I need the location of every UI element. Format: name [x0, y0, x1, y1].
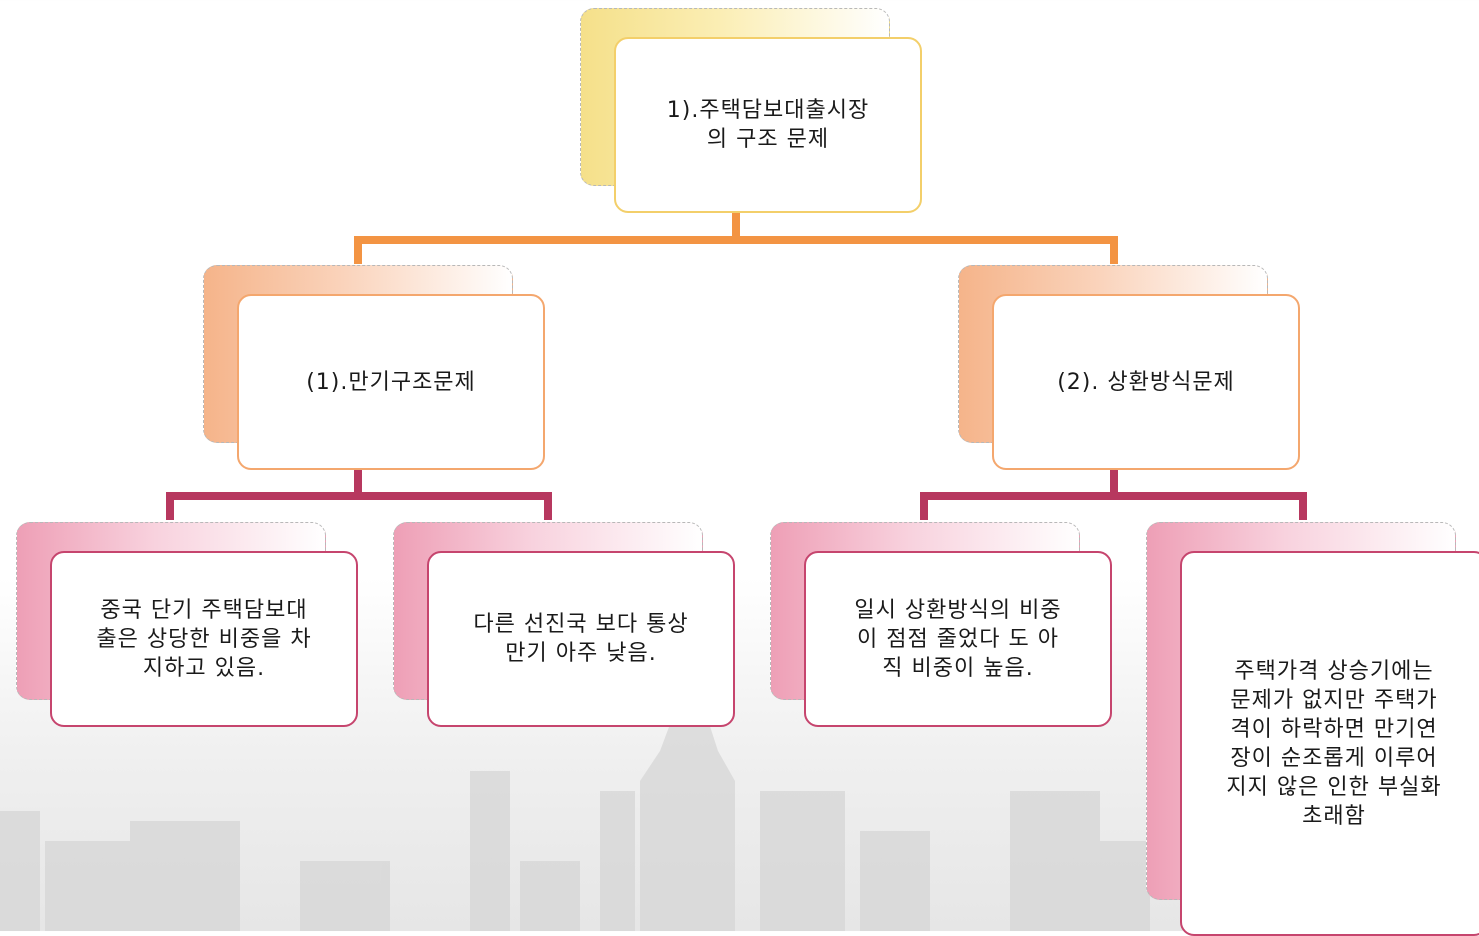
connector-repayment-to-details	[920, 470, 1307, 520]
city-skyline-background	[0, 631, 1150, 931]
node-maturity-detail-2-text: 다른 선진국 보다 통상 만기 아주 낮음.	[473, 612, 689, 666]
connector-maturity-to-details	[166, 470, 552, 520]
node-root-box: 1).주택담보대출시장 의 구조 문제	[614, 37, 922, 213]
node-repayment-detail-2-box: 주택가격 상승기에는 문제가 없지만 주택가 격이 하락하면 만기연 장이 순조…	[1180, 551, 1479, 936]
node-maturity-detail-1-text: 중국 단기 주택담보대 출은 상당한 비중을 차 지하고 있음.	[96, 597, 312, 681]
node-maturity-box: (1).만기구조문제	[237, 294, 545, 470]
node-maturity-text: (1).만기구조문제	[306, 369, 476, 395]
node-maturity-detail-1-box: 중국 단기 주택담보대 출은 상당한 비중을 차 지하고 있음.	[50, 551, 358, 727]
connector-root-to-level2	[354, 212, 1118, 264]
node-repayment-detail-1-box: 일시 상환방식의 비중 이 점점 줄었다 도 아 직 비중이 높음.	[804, 551, 1112, 727]
node-repayment-box: (2). 상환방식문제	[992, 294, 1300, 470]
node-repayment-text: (2). 상환방식문제	[1057, 369, 1235, 395]
node-repayment-detail-2-text: 주택가격 상승기에는 문제가 없지만 주택가 격이 하락하면 만기연 장이 순조…	[1226, 658, 1442, 829]
node-maturity-detail-2-box: 다른 선진국 보다 통상 만기 아주 낮음.	[427, 551, 735, 727]
node-repayment-detail-1-text: 일시 상환방식의 비중 이 점점 줄었다 도 아 직 비중이 높음.	[854, 597, 1062, 681]
node-root-text: 1).주택담보대출시장 의 구조 문제	[666, 98, 870, 152]
